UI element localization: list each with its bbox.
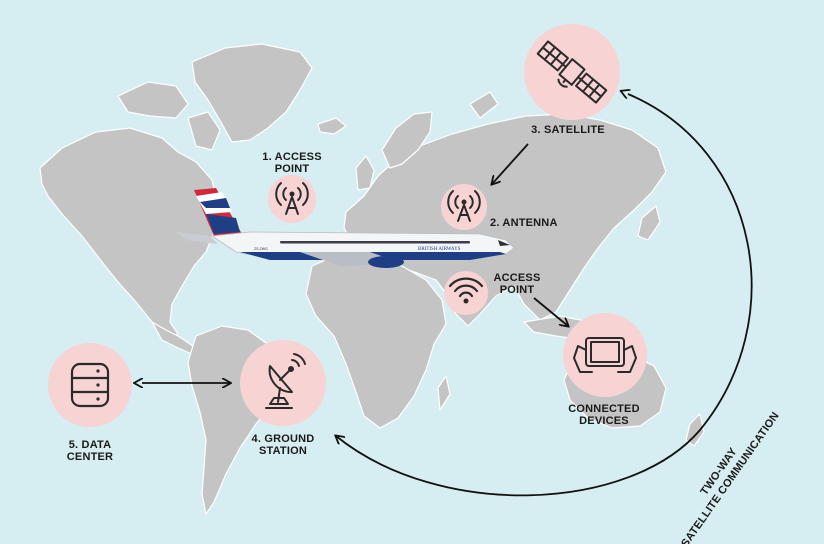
node-circle: [240, 340, 326, 426]
node-access-point-1: 1. ACCESS POINT: [262, 151, 322, 223]
aircraft-livery-text: BRITISH AIRWAYS: [418, 247, 461, 252]
connectors: [142, 94, 753, 497]
landmass-arctic-islands: [117, 81, 189, 119]
node-label: 2. ANTENNA: [490, 217, 558, 229]
aircraft-engine: [368, 256, 404, 268]
landmass-new-zealand: [685, 413, 705, 447]
two-way-communication-arc: [336, 94, 753, 497]
node-access-point-2: ACCESS POINT: [444, 271, 540, 315]
landmass-africa: [305, 253, 447, 429]
node-label-line1: 4. GROUND: [252, 433, 315, 445]
node-label-line2: STATION: [259, 445, 307, 457]
aircraft-stabilizer: [176, 232, 218, 244]
landmass-novaya-zemlya: [469, 91, 499, 119]
wifi-antenna-icon: [447, 190, 481, 222]
node-label-line1: 1. ACCESS: [262, 151, 321, 163]
node-connected-devices: CONNECTED DEVICES: [563, 313, 647, 427]
node-label: 3. SATELLITE: [531, 124, 605, 136]
landmass-japan: [637, 205, 661, 241]
node-label-line2: POINT: [500, 284, 535, 296]
satellite-icon: [536, 40, 608, 104]
aircraft-registration: ZS-ZWG: [254, 247, 268, 251]
aircraft: BRITISH AIRWAYS ZS-ZWG: [176, 188, 515, 268]
node-label-line2: POINT: [275, 163, 310, 175]
node-label-line2: CENTER: [67, 451, 113, 463]
landmass-greenland: [191, 43, 313, 143]
wifi-signal-icon: [448, 277, 484, 304]
node-circle: [524, 24, 620, 120]
wifi-antenna-icon: [275, 182, 309, 215]
database-icon: [70, 362, 110, 408]
node-label-line1: ACCESS: [493, 272, 540, 284]
node-data-center: 5. DATA CENTER: [48, 343, 132, 463]
landmass-north-america: [39, 127, 219, 339]
node-ground-station: 4. GROUND STATION: [240, 340, 326, 457]
node-circle: [563, 313, 647, 397]
world-map: [39, 43, 705, 515]
landmass-central-america: [151, 321, 199, 355]
arc-label: TWO-WAY SATELLITE COMMUNICATION: [679, 410, 782, 544]
landmass-iceland: [317, 117, 347, 135]
satellite-dish-icon: [265, 353, 306, 409]
node-label-line2: DEVICES: [579, 415, 629, 427]
landmass-baffin: [187, 111, 221, 151]
node-label-line1: 5. DATA: [69, 439, 112, 451]
node-label-line1: CONNECTED: [568, 403, 639, 415]
tablet-icon: [573, 337, 637, 373]
node-circle: [48, 343, 132, 427]
node-antenna: 2. ANTENNA: [441, 184, 558, 230]
landmass-madagascar: [437, 375, 451, 411]
node-satellite: 3. SATELLITE: [524, 24, 620, 136]
